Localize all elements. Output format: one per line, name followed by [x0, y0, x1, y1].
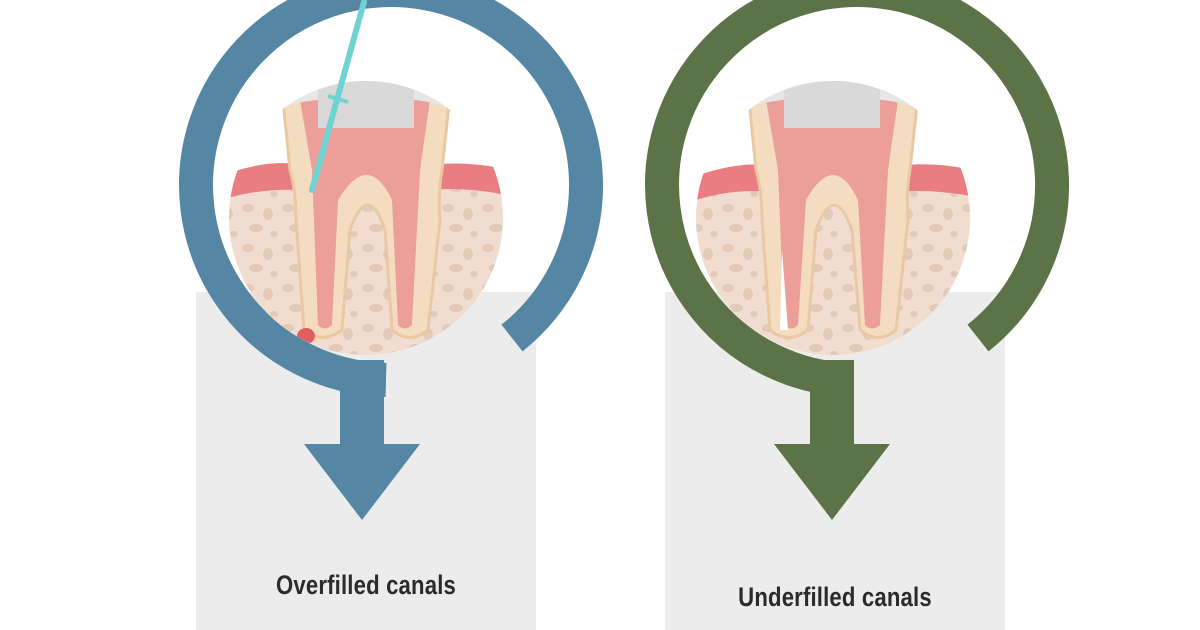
underfilled-caption: Underfilled canals [738, 582, 932, 612]
overfilled-diagram [179, 0, 604, 520]
underfilled-filling [784, 81, 880, 128]
overfilled-circular-arrow [179, 0, 604, 397]
overfilled-arrow-stem [340, 360, 384, 446]
underfilled-gap [780, 250, 788, 330]
underfilled-arrow-head [774, 444, 890, 520]
underfilled-diagram [645, 0, 1070, 520]
file-handle-mark [327, 94, 349, 104]
underfilled-arrow-stem [810, 360, 854, 446]
endodontic-file-icon [309, 0, 367, 193]
overfilled-caption: Overfilled canals [275, 570, 456, 600]
overfilled-gum [229, 163, 300, 200]
underfilled-gum [696, 164, 770, 202]
overfilled-pulp [300, 100, 430, 329]
underfilled-circular-arrow [645, 0, 1070, 397]
overfilled-arrow-head [304, 444, 420, 520]
underfilled-pulp [766, 100, 898, 329]
